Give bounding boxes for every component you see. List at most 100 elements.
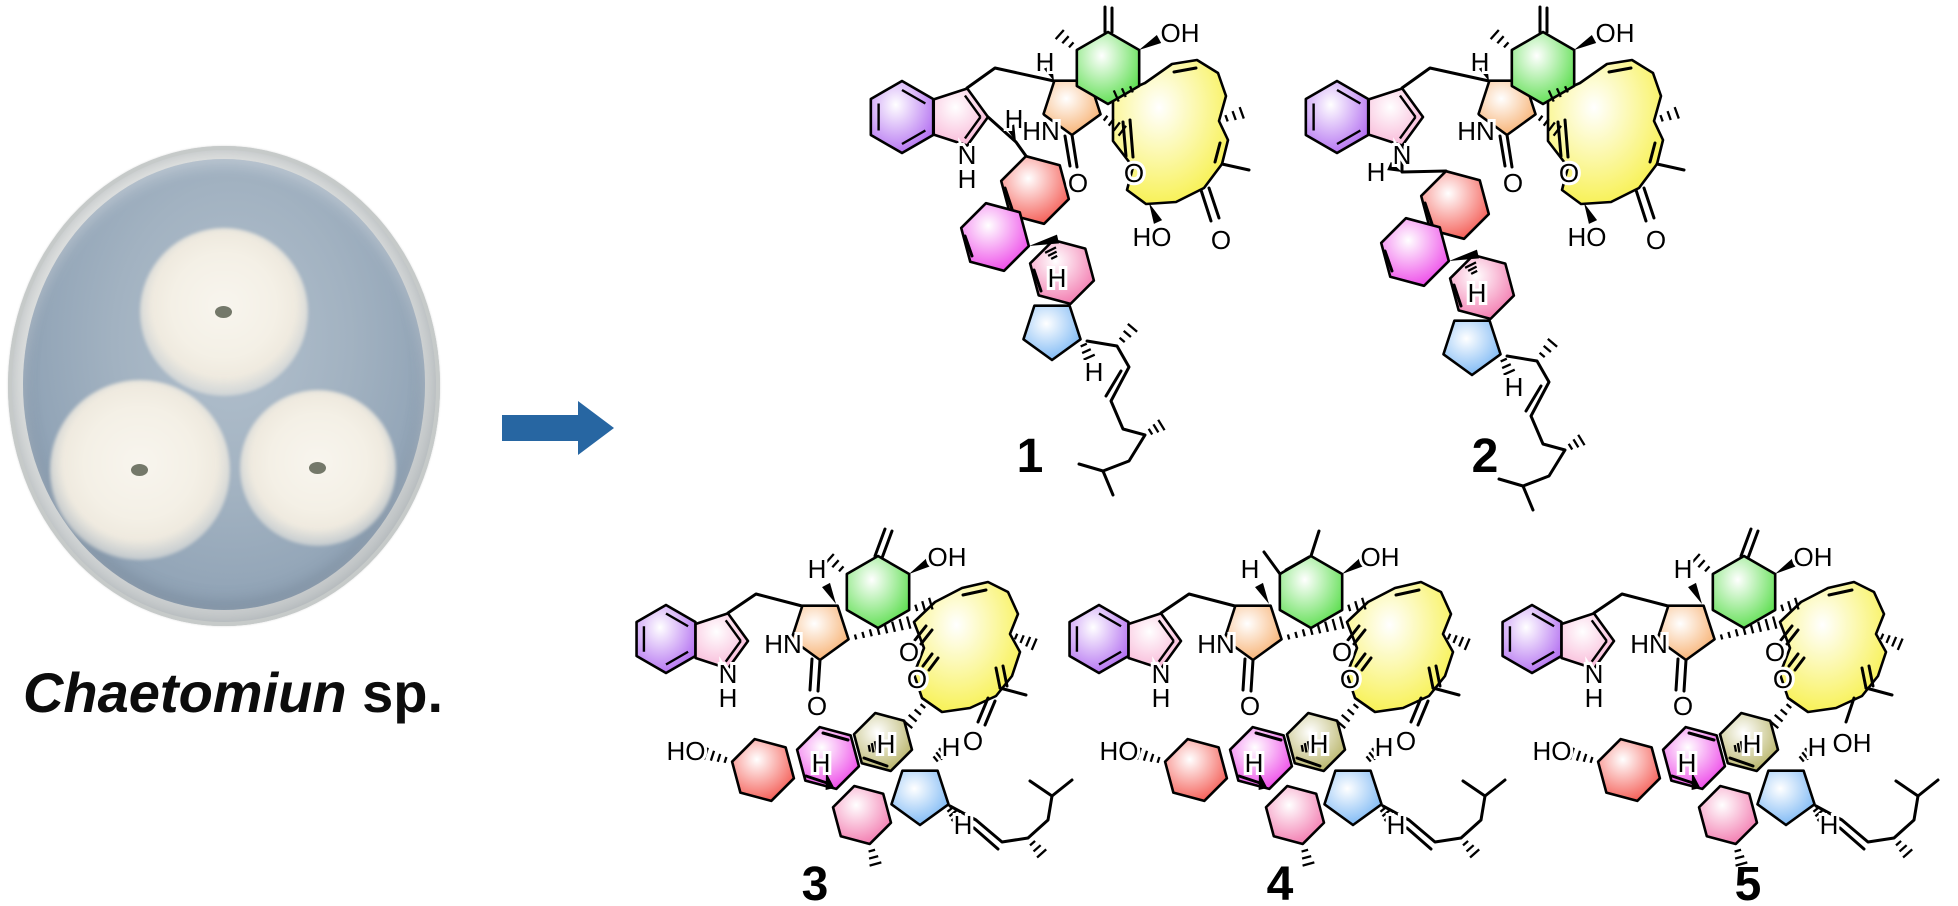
- compound-number: 5: [1735, 858, 1762, 906]
- aromatic-bond: [1398, 94, 1417, 118]
- hashed-bond: [1300, 740, 1312, 754]
- atom-label: H: [1468, 278, 1487, 308]
- atom-label: H: [954, 810, 973, 840]
- bond: [1003, 186, 1014, 211]
- aromatic-bond: [1157, 640, 1175, 663]
- pink-ring: [932, 87, 990, 147]
- bond: [1383, 249, 1394, 273]
- magenta-ring: [795, 725, 861, 791]
- wedge-bond: [1574, 35, 1597, 50]
- bond: [1077, 462, 1105, 473]
- atom-label: HN: [1630, 629, 1668, 659]
- purple-ring: [635, 603, 697, 675]
- atom-label: H: [1505, 372, 1524, 402]
- species-suffix: sp.: [346, 661, 444, 724]
- bond: [1844, 696, 1856, 724]
- magenta-ring: [1661, 725, 1727, 791]
- bond: [726, 592, 804, 615]
- atom-label: O: [963, 726, 983, 756]
- atom-label: N: [719, 659, 738, 689]
- hashed-bond: [853, 616, 912, 640]
- blue-ring: [1323, 769, 1383, 827]
- atom-label: H: [1375, 732, 1394, 762]
- flow-arrow-icon: [502, 401, 614, 455]
- hashed-bond: [1335, 703, 1359, 730]
- atom-label: H: [719, 683, 738, 713]
- atom-label: O: [1124, 158, 1144, 188]
- hashed-bond: [1659, 106, 1680, 122]
- bond: [1360, 656, 1373, 672]
- blue-ring: [890, 769, 950, 827]
- hashed-bond: [1734, 848, 1748, 867]
- rose-ring: [1697, 784, 1759, 846]
- atom-label: N: [958, 140, 977, 170]
- hashed-bond: [867, 740, 879, 754]
- hashed-bond: [1135, 747, 1161, 764]
- bond: [1284, 555, 1311, 572]
- blue-ring: [1442, 319, 1502, 377]
- bond: [1409, 696, 1423, 724]
- bond: [1648, 141, 1657, 164]
- wedge-bond: [1584, 203, 1598, 224]
- atom-label: H: [877, 729, 896, 759]
- hashed-bond: [1054, 29, 1075, 49]
- atom-label: H: [1471, 47, 1490, 77]
- bond: [998, 686, 1028, 697]
- pink-ring: [694, 612, 750, 670]
- bond: [1295, 756, 1322, 768]
- bond: [1394, 588, 1421, 597]
- bond: [1746, 529, 1760, 560]
- atom-label: HO: [1100, 736, 1139, 766]
- bond: [1172, 66, 1198, 74]
- atom-label: H: [808, 554, 827, 584]
- pink-ring: [1127, 612, 1183, 670]
- purple-ring: [1068, 603, 1130, 675]
- orange-ring: [1656, 604, 1716, 662]
- atom-label: H: [958, 164, 977, 194]
- magenta-ring: [1379, 216, 1451, 288]
- bond: [1213, 141, 1222, 164]
- rose-ring: [1028, 238, 1096, 306]
- hashed-bond: [1044, 246, 1058, 260]
- bond: [1860, 666, 1868, 690]
- hashed-bond: [1102, 115, 1127, 137]
- hashed-bond: [1112, 85, 1134, 103]
- hashed-bond: [1147, 419, 1166, 436]
- purple-ring: [1501, 603, 1563, 675]
- bond: [1346, 624, 1361, 642]
- pink-ring: [1560, 612, 1616, 670]
- atom-label: OH: [1596, 18, 1635, 48]
- bond: [976, 696, 990, 724]
- atom-label: O: [1673, 691, 1693, 721]
- bond: [821, 731, 850, 742]
- aromatic-bond: [724, 619, 742, 642]
- bond: [1521, 484, 1535, 512]
- colony-center-dot: [131, 464, 148, 476]
- bond: [1434, 664, 1442, 688]
- bond: [1207, 186, 1221, 220]
- bond: [913, 624, 928, 642]
- wedge-bond: [1775, 558, 1798, 574]
- aromatic-bond: [963, 116, 982, 140]
- bond: [1241, 657, 1247, 692]
- bond: [1254, 731, 1283, 742]
- bond: [1220, 162, 1251, 172]
- atom-label: H: [1036, 47, 1055, 77]
- atom-label: H: [1367, 157, 1386, 187]
- atom-label: H: [1678, 748, 1697, 778]
- atom-label: HO: [1533, 736, 1572, 766]
- aromatic-bond: [1531, 650, 1555, 666]
- hashed-bond: [1567, 434, 1586, 451]
- bond: [1498, 134, 1507, 168]
- bond: [1563, 118, 1570, 159]
- bond: [965, 66, 1056, 90]
- hashed-bond: [946, 806, 962, 822]
- bond: [1405, 826, 1433, 851]
- atom-label: H: [1085, 357, 1104, 387]
- red-ring: [1596, 737, 1662, 803]
- bond: [1001, 664, 1009, 688]
